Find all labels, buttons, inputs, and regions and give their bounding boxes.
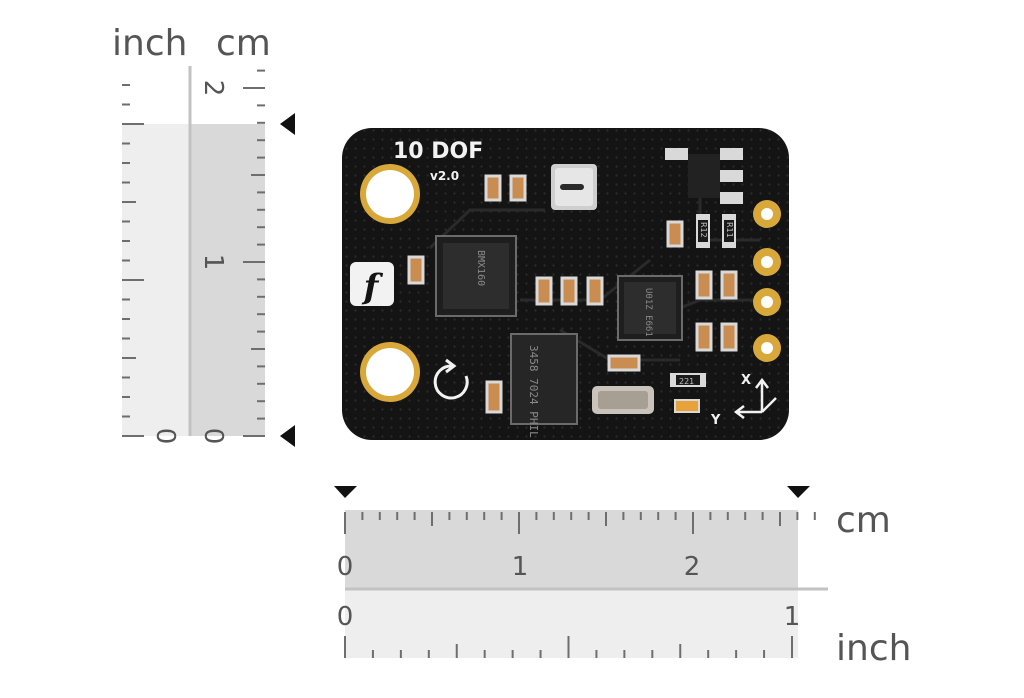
rotation-icon (433, 358, 469, 400)
board-version: v2.0 (430, 169, 459, 183)
hruler-inch-tick-0: 0 (337, 602, 354, 632)
barometer-sensor (551, 164, 597, 210)
imu-chip: BMX160 (435, 235, 517, 317)
axis-label-y: Y (710, 413, 721, 428)
svg-text:BMX160: BMX160 (475, 250, 486, 286)
crystal-oscillator (592, 386, 654, 414)
header-pins (753, 200, 781, 362)
hruler-right-marker-icon (787, 486, 810, 498)
brand-logo-icon: f (350, 262, 394, 307)
status-led (674, 399, 700, 413)
vruler-cm-tick-2: 2 (198, 80, 228, 97)
vruler-inch-label: inch (112, 23, 187, 64)
board-title: 10 DOF (393, 139, 483, 164)
horizontal-ruler: 0 1 2 0 1 cm inch (334, 486, 911, 669)
magnetometer-chip: U01Z E661 (617, 275, 683, 341)
resistors: R12 R11 221 (670, 214, 736, 387)
vruler-cm-band (190, 124, 265, 436)
hruler-cm-tick-0: 0 (337, 552, 354, 582)
hruler-left-marker-icon (334, 486, 357, 498)
vruler-cm-label: cm (216, 23, 271, 64)
svg-text:221: 221 (679, 377, 694, 386)
vruler-cm-tick-1: 1 (198, 254, 228, 271)
svg-text:U01Z E661: U01Z E661 (643, 288, 653, 337)
voltage-regulator (665, 148, 743, 204)
svg-text:f: f (362, 267, 384, 307)
hruler-cm-band (345, 510, 798, 588)
hruler-inch-band (345, 590, 798, 658)
hruler-ticks (344, 512, 816, 658)
vertical-ruler: inch cm 2 1 0 0 (112, 23, 295, 447)
axis-label-x: X (741, 373, 751, 388)
pcb-board: 10 DOF v2.0 f BMX160 U01Z E661 (342, 128, 789, 440)
hruler-inch-tick-1: 1 (784, 602, 801, 632)
vruler-top-marker-icon (280, 113, 295, 135)
capacitors (407, 174, 738, 414)
svg-text:R12: R12 (699, 222, 708, 238)
vruler-bottom-marker-icon (280, 425, 295, 447)
vruler-inch-tick-0: 0 (150, 428, 180, 445)
vruler-cm-tick-0: 0 (198, 428, 228, 445)
hruler-cm-label: cm (836, 500, 891, 541)
hruler-inch-label: inch (836, 628, 911, 669)
svg-text:R11: R11 (725, 222, 734, 238)
svg-text:3458 7024 PHIL: 3458 7024 PHIL (527, 345, 540, 438)
axis-symbol-icon (733, 377, 777, 419)
hruler-cm-tick-2: 2 (684, 552, 701, 582)
vruler-ticks (122, 69, 265, 437)
hruler-cm-tick-1: 1 (512, 552, 529, 582)
soic-chip: 3458 7024 PHIL (510, 333, 578, 438)
